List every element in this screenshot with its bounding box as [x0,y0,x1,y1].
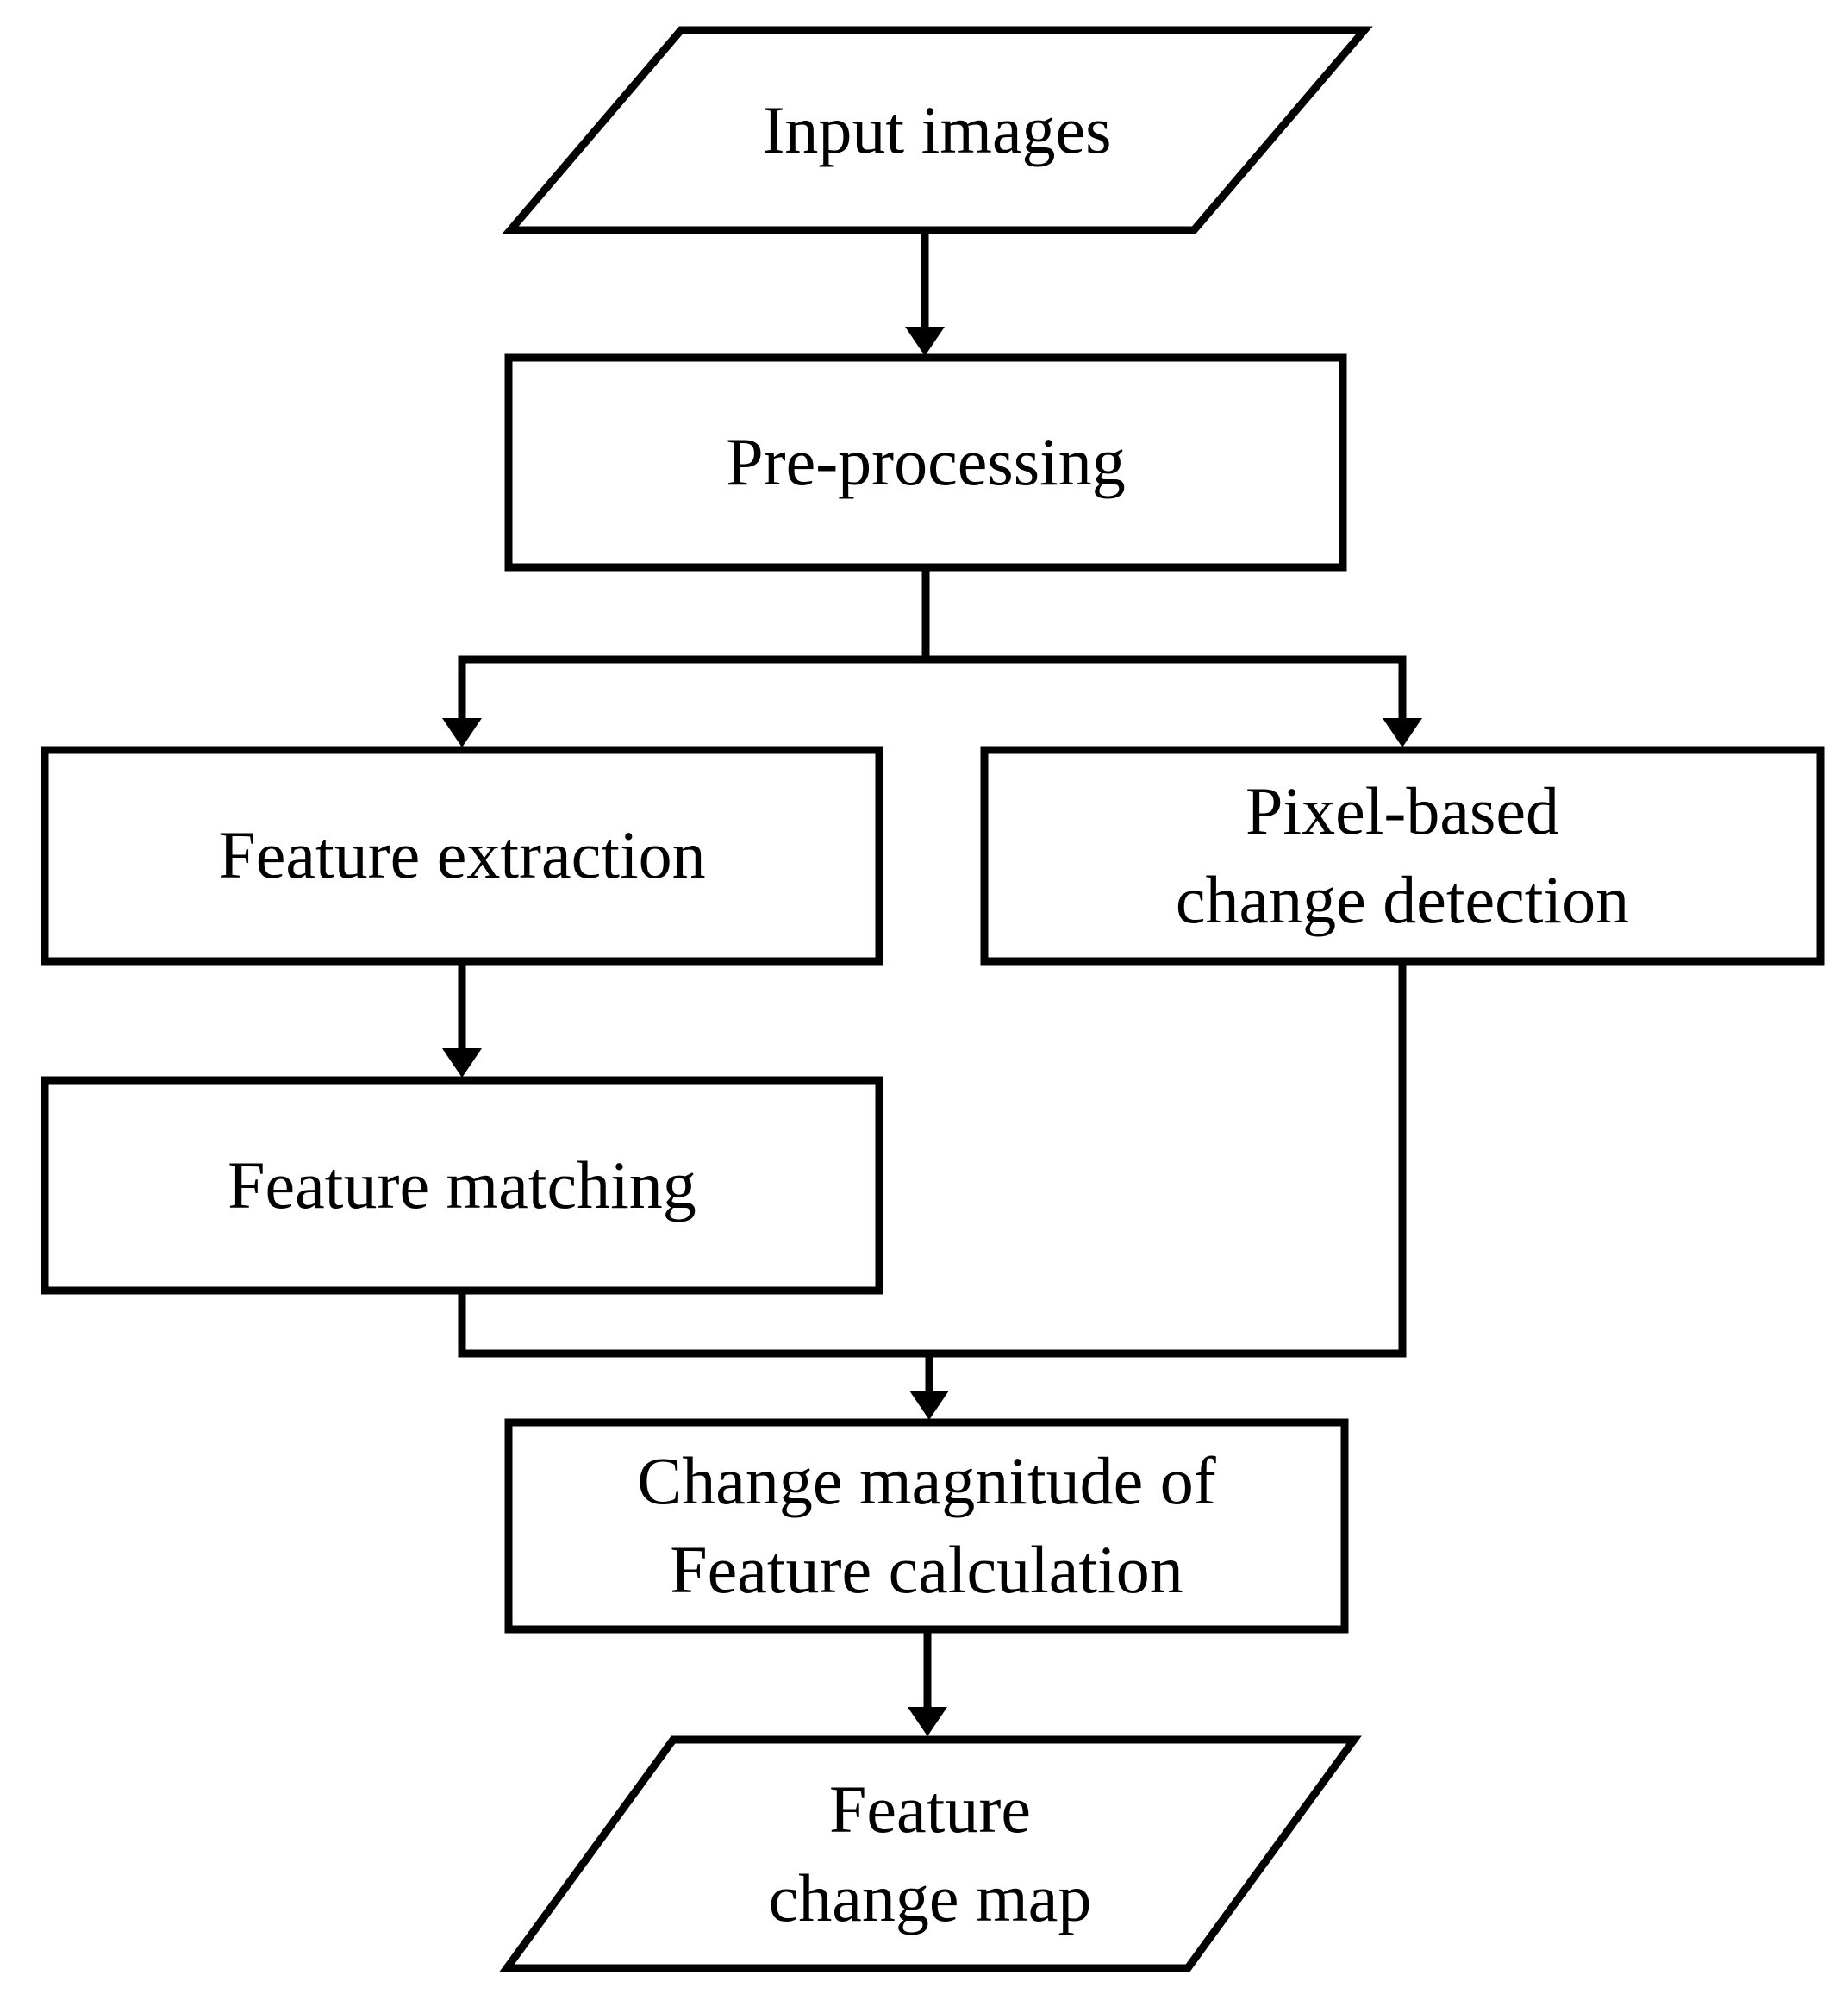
pixel-based-change-detection-box [980,746,1825,966]
feature-change-map-parallelogram [499,1735,1362,1972]
arrowhead-into-change-magnitude [909,1391,949,1420]
change-magnitude-box [504,1418,1349,1634]
arrowhead-into-pixel-based [1383,718,1422,747]
feature-extraction-box [41,746,883,966]
arrowhead-into-preprocessing [905,327,945,356]
arrowhead-into-change-map [908,1707,947,1736]
pre-processing-box [504,353,1347,572]
input-images-parallelogram [502,26,1373,234]
arrowhead-into-feature-matching [442,1048,482,1078]
feature-matching-box [41,1076,883,1295]
arrowhead-into-feature-extraction [442,718,482,747]
